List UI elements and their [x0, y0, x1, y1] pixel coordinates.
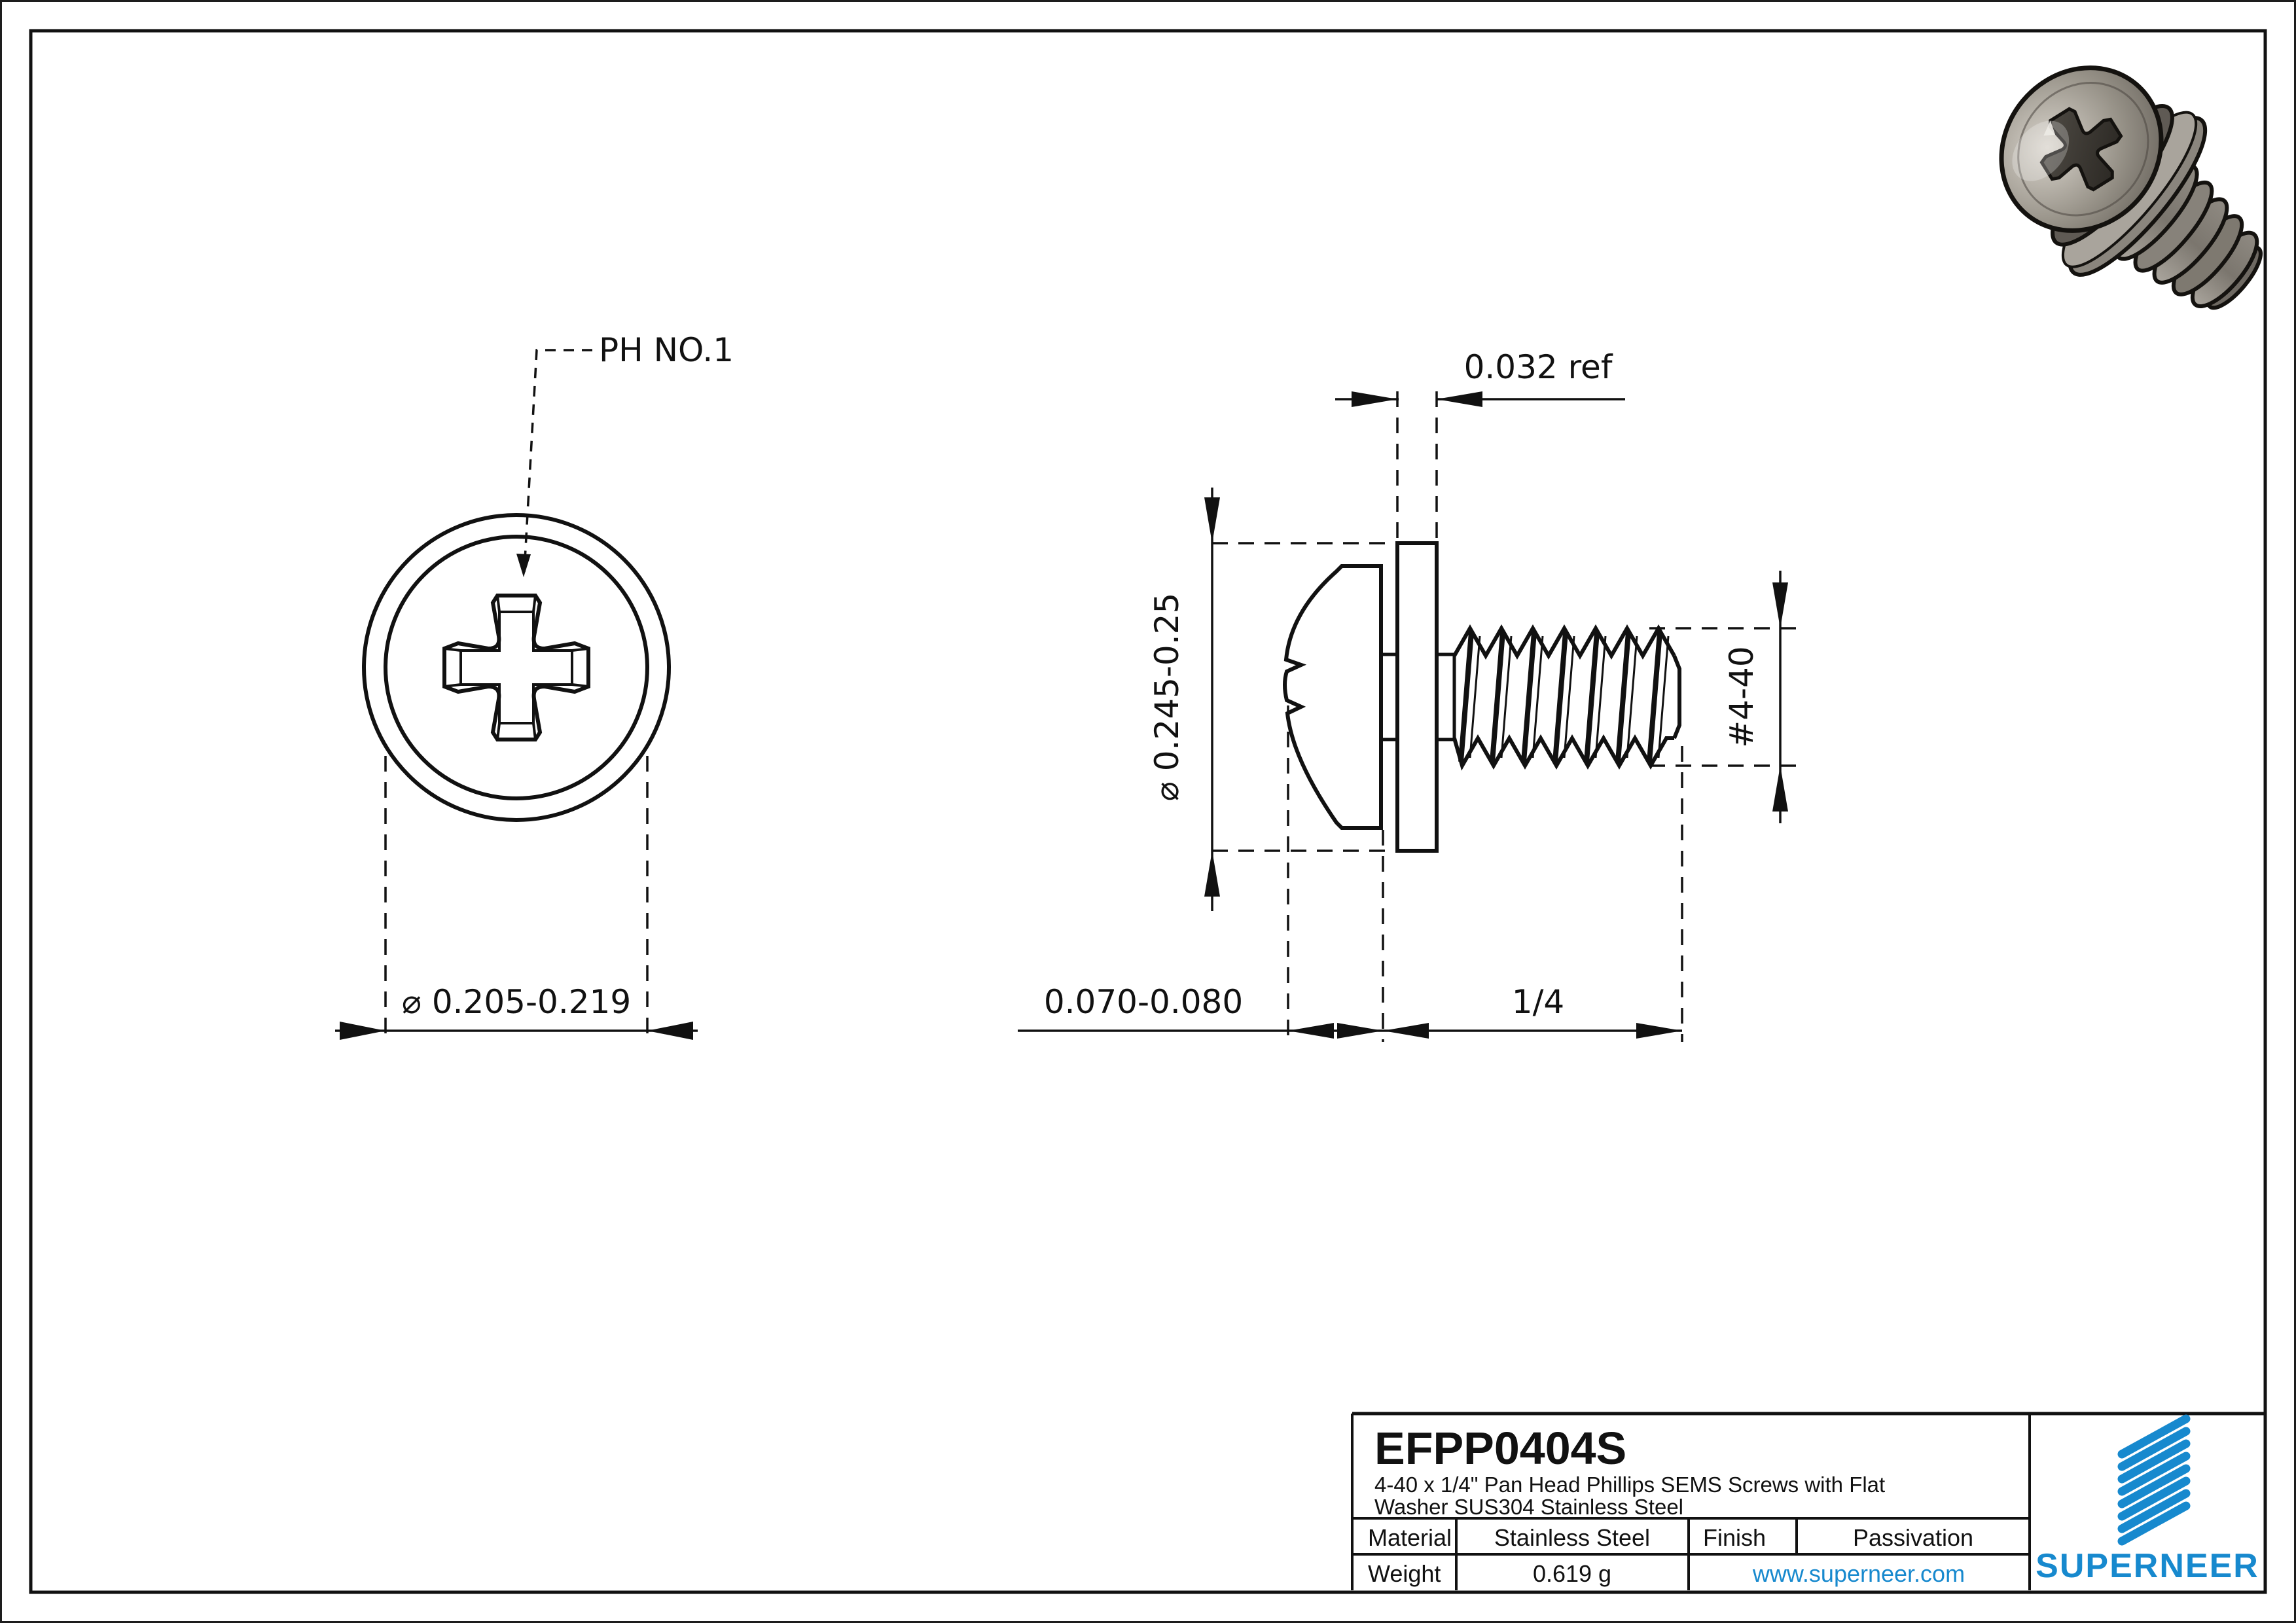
- dim-arrowhead: [647, 1022, 693, 1040]
- leader-arrowhead: [516, 554, 531, 577]
- material-label: Material: [1368, 1524, 1452, 1551]
- phillips-tip-facets: [444, 595, 589, 740]
- thread-spec-dim: #4-40: [1723, 646, 1761, 747]
- finish-label: Finish: [1703, 1524, 1766, 1551]
- thread-profile: [1452, 624, 1681, 771]
- ph-number-label: PH NO.1: [599, 331, 734, 369]
- washer-thickness-dim-group: 0.032 ref: [1335, 348, 1625, 407]
- side-view: 0.032 ref ⌀ 0.245-0.25 #4-40 0.070-0.080…: [1018, 348, 1803, 1042]
- brand-name: SUPERNEER: [2036, 1547, 2259, 1585]
- thread-flank-lines: [1458, 632, 1670, 762]
- thread-length-dim: 1/4: [1512, 983, 1564, 1021]
- front-view: PH NO.1 ⌀ 0.205-0.219: [335, 331, 734, 1042]
- screw-3d-render: [1999, 65, 2263, 310]
- weight-label: Weight: [1368, 1560, 1441, 1587]
- leader-line: [523, 349, 592, 573]
- title-block-lines: [1351, 1412, 2265, 1590]
- pan-head-profile: [1283, 564, 1383, 830]
- weight-value: 0.619 g: [1533, 1560, 1611, 1587]
- shank-lines: [1381, 652, 1454, 741]
- part-number: EFPP0404S: [1374, 1423, 1626, 1474]
- extension-lines: [1212, 391, 1803, 1042]
- website-link[interactable]: www.superneer.com: [1752, 1560, 1965, 1587]
- side-head-diameter-dim: ⌀ 0.245-0.25: [1148, 593, 1186, 802]
- head-height-dim: 0.070-0.080: [1044, 983, 1243, 1021]
- phillips-recess-3d: [2039, 107, 2123, 192]
- description-line2: Washer SUS304 Stainless Steel: [1374, 1495, 1683, 1519]
- title-block: EFPP0404S 4-40 x 1/4" Pan Head Phillips …: [1351, 1412, 2265, 1590]
- flat-washer: [1395, 541, 1439, 853]
- bottom-dims-group: 0.070-0.080 1/4: [1018, 983, 1682, 1039]
- head-face-ring: [2017, 82, 2149, 217]
- head-highlight: [2012, 120, 2070, 181]
- head-diameter-dim-group: ⌀ 0.245-0.25: [1148, 488, 1220, 911]
- material-value: Stainless Steel: [1494, 1524, 1650, 1551]
- finish-value: Passivation: [1853, 1524, 1973, 1551]
- washer-thickness-dim: 0.032 ref: [1464, 348, 1613, 386]
- head-diameter-dim: ⌀ 0.205-0.219: [402, 983, 631, 1021]
- description-line1: 4-40 x 1/4" Pan Head Phillips SEMS Screw…: [1374, 1472, 1885, 1497]
- page-border: [29, 29, 2267, 1594]
- superneer-logo: SUPERNEER: [2036, 1414, 2259, 1585]
- logo-stripes-icon: [2117, 1414, 2191, 1546]
- thread-spec-dim-group: #4-40: [1723, 571, 1788, 823]
- phillips-recess: [442, 594, 590, 741]
- dim-arrowhead: [340, 1022, 386, 1040]
